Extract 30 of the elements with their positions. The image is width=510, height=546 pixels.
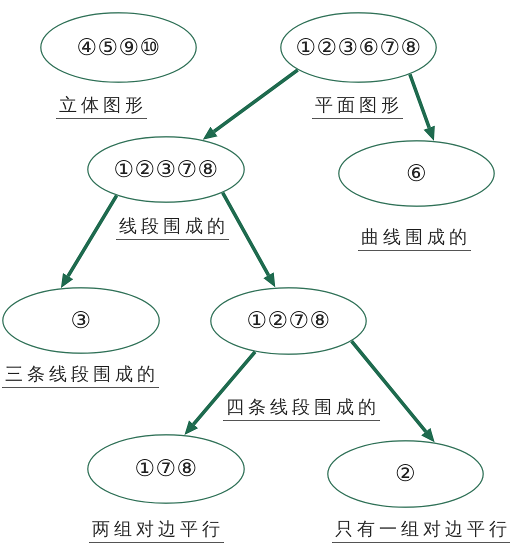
underlined-caption: 线段围成的: [116, 216, 229, 240]
arrow: [60, 194, 118, 288]
underlined-caption: 两组对边平行: [89, 519, 224, 543]
circled-numbers: ④⑤⑨⑩: [76, 34, 160, 60]
underlined-caption: 四条线段围成的: [223, 397, 380, 421]
underlined-caption: 曲线围成的: [358, 227, 471, 251]
ellipse-node: [40, 12, 197, 83]
ellipse-node: [327, 440, 484, 508]
underlined-caption: 立体图形: [56, 95, 147, 119]
ellipse-node: [87, 434, 245, 504]
underlined-caption: 平面图形: [312, 95, 403, 119]
ellipse-node: [280, 12, 437, 83]
arrow: [350, 340, 435, 442]
underlined-caption: 只有一组对边平行: [332, 519, 510, 543]
circled-numbers: ①②③⑥⑦⑧: [296, 34, 422, 60]
ellipse-node: [87, 136, 245, 203]
ellipse-node: [2, 287, 160, 354]
circled-numbers: ①②⑦⑧: [246, 308, 330, 334]
arrow: [202, 68, 299, 140]
circled-numbers: ⑥: [406, 160, 427, 186]
ellipse-node: [338, 140, 495, 207]
circled-numbers: ①②③⑦⑧: [114, 156, 218, 182]
arrow: [184, 350, 256, 435]
circled-numbers: ①⑦⑧: [134, 456, 198, 482]
arrow: [408, 74, 435, 141]
circled-numbers: ②: [395, 461, 416, 487]
circled-numbers: ③: [70, 308, 92, 334]
ellipse-node: [210, 287, 367, 355]
arrow: [221, 192, 276, 288]
underlined-caption: 三条线段围成的: [2, 364, 159, 388]
